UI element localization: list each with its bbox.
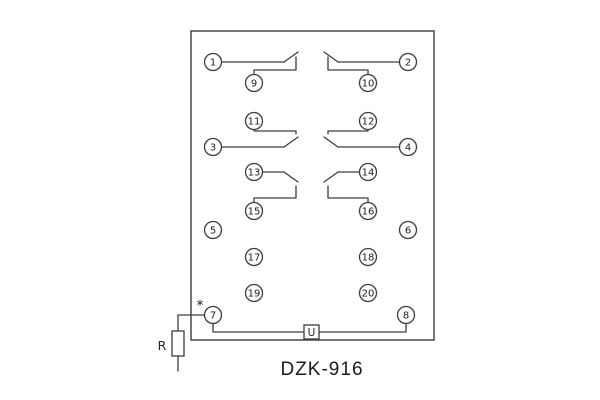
wire-terminal7-to-resistor [177, 314, 205, 332]
terminal-8: 8 [396, 305, 416, 325]
switch-blade-3-11 [283, 136, 299, 148]
fixed-contact-line-15 [253, 185, 297, 203]
relay-case-outline [190, 30, 435, 341]
terminal-circle [358, 111, 378, 131]
terminal-number: 9 [251, 79, 257, 90]
terminal-circle [358, 201, 378, 221]
terminal-circle [398, 220, 418, 240]
terminal-circle [203, 305, 223, 325]
switch-blade-13-15 [283, 171, 299, 183]
model-title: DZK-916 [280, 359, 363, 380]
terminal-number: 16 [362, 207, 375, 218]
terminal-number: 20 [362, 289, 375, 300]
terminal-number: 2 [405, 58, 411, 69]
contact-group-14-16 [323, 171, 369, 203]
terminal-circle [244, 247, 264, 267]
terminal-circle [244, 111, 264, 131]
terminal-circle [203, 220, 223, 240]
terminal-5: 5 [203, 220, 223, 240]
terminal-circle [398, 52, 418, 72]
fixed-contact-line-10 [327, 56, 369, 75]
terminal-circle [244, 162, 264, 182]
fixed-contact-line-9 [253, 56, 297, 75]
terminal-4: 4 [398, 137, 418, 157]
wire-terminal7-to-u [212, 323, 305, 333]
terminal-circle [203, 52, 223, 72]
terminal-number: 6 [405, 226, 411, 237]
terminal-number: 8 [403, 311, 409, 322]
contact-group-1-9 [221, 51, 299, 75]
terminal-15: 15 [244, 201, 264, 221]
terminal-circle [398, 137, 418, 157]
terminal-number: 1 [210, 58, 216, 69]
terminal-circle [358, 247, 378, 267]
terminal-17: 17 [244, 247, 264, 267]
contact-group-3-11 [221, 129, 299, 148]
terminal-number: 4 [405, 143, 411, 154]
terminal-2: 2 [398, 52, 418, 72]
switch-blade-4-12 [323, 136, 339, 148]
fixed-contact-line-16 [327, 185, 369, 203]
wire-u-to-terminal8 [318, 323, 407, 333]
terminal-number: 11 [248, 117, 261, 128]
terminal-circle [358, 283, 378, 303]
polarity-mark: * [197, 298, 204, 314]
terminal-6: 6 [398, 220, 418, 240]
terminal-number: 14 [362, 168, 375, 179]
contact-group-2-10 [323, 51, 400, 75]
terminal-circle [244, 283, 264, 303]
terminal-13: 13 [244, 162, 264, 182]
terminal-19: 19 [244, 283, 264, 303]
terminal-18: 18 [358, 247, 378, 267]
terminal-20: 20 [358, 283, 378, 303]
terminal-number: 10 [362, 79, 375, 90]
terminal-number: 5 [210, 226, 216, 237]
terminal-1: 1 [203, 52, 223, 72]
switch-blade-2-10 [323, 51, 339, 63]
terminal-circle [358, 73, 378, 93]
terminal-9: 9 [244, 73, 264, 93]
terminal-number: 13 [248, 168, 261, 179]
terminal-11: 11 [244, 111, 264, 131]
terminal-14: 14 [358, 162, 378, 182]
terminal-number: 3 [210, 143, 216, 154]
terminal-circle [396, 305, 416, 325]
terminal-number: 19 [248, 289, 261, 300]
terminal-circle [358, 162, 378, 182]
fixed-contact-line-11 [253, 129, 297, 135]
contact-group-13-15 [253, 171, 299, 203]
fixed-contact-line-12 [327, 129, 369, 135]
switch-blade-1-9 [283, 51, 299, 63]
terminal-3: 3 [203, 137, 223, 157]
switch-blade-14-16 [323, 171, 339, 183]
terminal-10: 10 [358, 73, 378, 93]
terminal-number: 7 [210, 311, 216, 322]
terminal-12: 12 [358, 111, 378, 131]
terminal-circle [244, 73, 264, 93]
terminal-number: 12 [362, 117, 375, 128]
terminal-circle [203, 137, 223, 157]
resistor-symbol [171, 330, 185, 357]
terminal-number: 17 [248, 253, 261, 264]
terminal-number: 18 [362, 253, 375, 264]
resistor-label: R [158, 338, 167, 353]
contact-group-4-12 [323, 129, 400, 148]
terminal-circle [244, 201, 264, 221]
terminal-16: 16 [358, 201, 378, 221]
voltage-element-label: U [308, 327, 316, 339]
terminal-7: 7 [203, 305, 223, 325]
operating-circuit: U R * [158, 298, 407, 372]
terminal-number: 15 [248, 207, 261, 218]
